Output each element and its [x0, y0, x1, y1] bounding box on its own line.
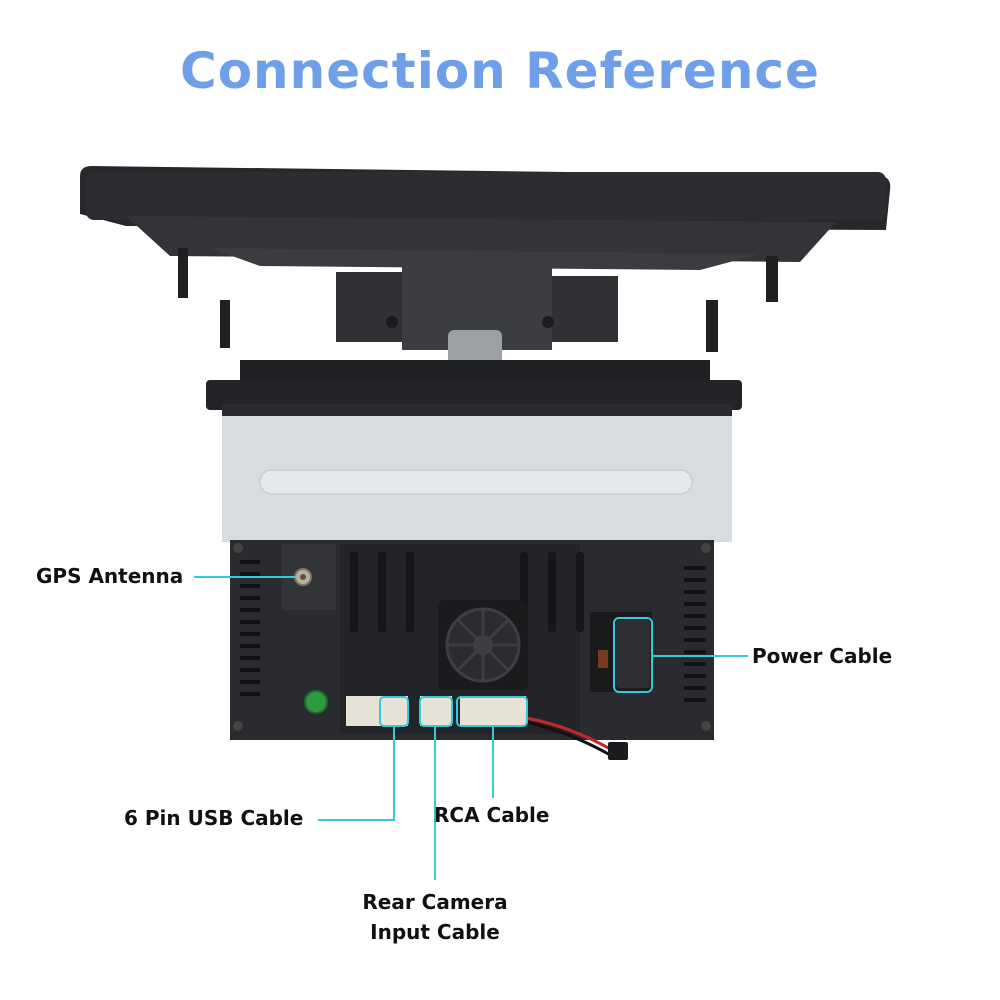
gps-antenna-label: GPS Antenna [36, 564, 184, 588]
cooling-fan-icon [438, 600, 528, 690]
rear-camera-label-line2: Input Cable [370, 920, 500, 944]
screen-panel [80, 166, 891, 364]
callout-lines [194, 576, 748, 880]
page-title: Connection Reference [180, 42, 820, 100]
rca-cable-label: RCA Cable [434, 803, 550, 827]
unit-body [206, 360, 742, 760]
power-cable-label: Power Cable [752, 644, 893, 668]
usb-cable-label: 6 Pin USB Cable [124, 806, 304, 830]
usb-callout-line [318, 726, 395, 821]
rear-camera-label-line1: Rear Camera [362, 890, 508, 914]
rear-camera-label: Rear Camera Input Cable [340, 887, 530, 947]
